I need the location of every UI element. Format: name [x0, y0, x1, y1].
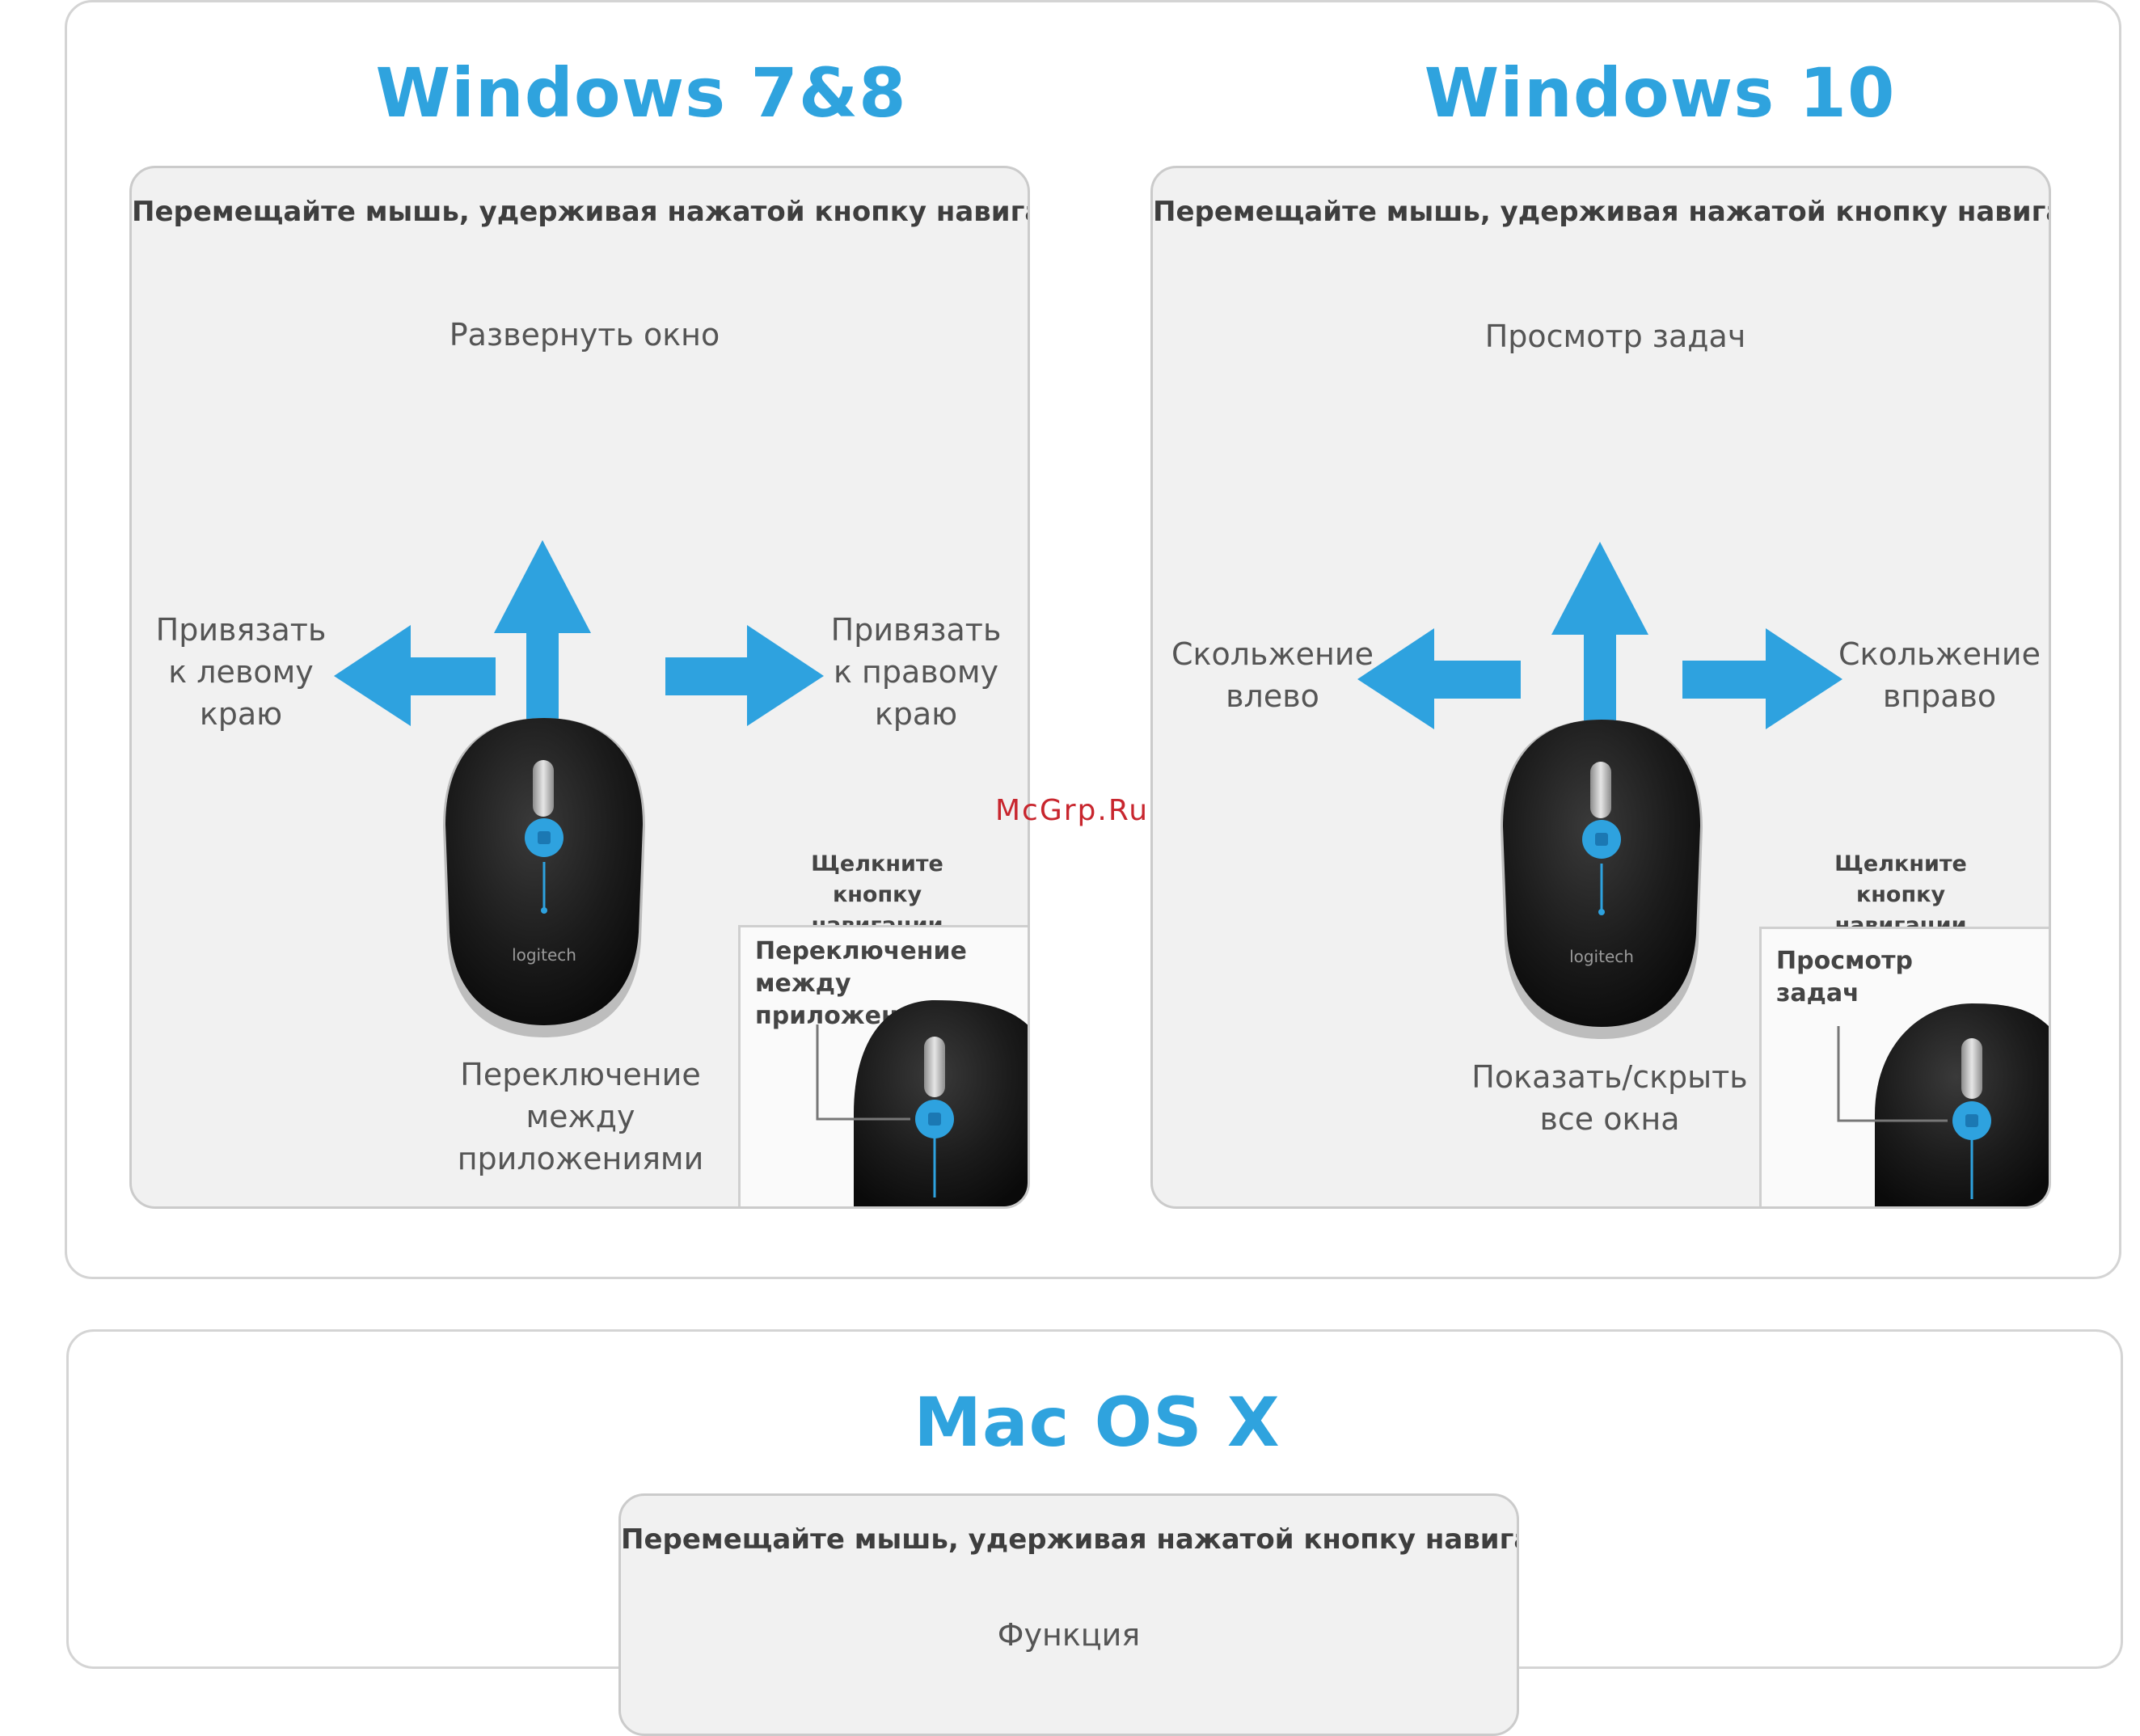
arrow-up-icon	[494, 540, 591, 726]
windows78-right-label: Привязать к правому краю	[830, 612, 1002, 732]
mac-section: Mac OS X Перемещайте мышь, удерживая наж…	[66, 1329, 2123, 1736]
windows10-title: Windows 10	[1424, 53, 1896, 133]
arrow-right-icon	[665, 625, 824, 726]
mac-instruction: Перемещайте мышь, удерживая нажатой кноп…	[621, 1523, 1519, 1556]
windows78-panel: Перемещайте мышь, удерживая нажатой кноп…	[129, 166, 1030, 1209]
windows78-up-label: Развернуть окно	[449, 317, 720, 353]
windows78-inset: Переключение между приложениями	[738, 925, 1028, 1206]
windows10-instruction: Перемещайте мышь, удерживая нажатой кноп…	[1153, 196, 2051, 228]
windows10-panel: Перемещайте мышь, удерживая нажатой кноп…	[1150, 166, 2051, 1209]
mac-panel: Перемещайте мышь, удерживая нажатой кноп…	[618, 1493, 1519, 1736]
windows10-inset: Просмотр задач	[1759, 927, 2049, 1206]
arrow-left-icon	[1357, 628, 1521, 729]
windows78-title: Windows 7&8	[375, 53, 907, 133]
mouse-logo: logitech	[512, 945, 576, 965]
arrow-right-icon	[1682, 628, 1842, 729]
windows10-inset-label: Просмотр задач	[1776, 947, 1913, 1007]
windows78-down-label: Переключение между приложениями	[457, 1057, 704, 1176]
arrow-up-icon	[1551, 542, 1648, 728]
windows78-left-label: Привязать к левому краю	[155, 612, 327, 732]
windows10-up-label: Просмотр задач	[1484, 319, 1746, 354]
windows-section: Windows 7&8 Windows 10 Перемещайте мышь,…	[65, 0, 2121, 1279]
mac-partial-label: Функция	[997, 1617, 1141, 1653]
windows10-down-label: Показать/скрыть все окна	[1471, 1059, 1748, 1137]
watermark: McGrp.Ru	[995, 794, 1150, 827]
windows10-left-label: Скольжение влево	[1171, 636, 1374, 714]
mouse-icon	[1501, 720, 1703, 1039]
arrow-left-icon	[334, 625, 496, 726]
windows10-right-label: Скольжение вправо	[1838, 636, 2041, 714]
windows10-diagram: logitech	[1357, 542, 1842, 1039]
windows10-inset-mouse	[1837, 1003, 2049, 1206]
mac-title: Mac OS X	[914, 1383, 1281, 1462]
windows78-instruction: Перемещайте мышь, удерживая нажатой кноп…	[132, 196, 1030, 228]
windows78-diagram: logitech	[334, 540, 824, 1037]
windows78-inset-mouse	[816, 1000, 1028, 1206]
mouse-icon	[443, 718, 645, 1037]
mouse-logo: logitech	[1569, 947, 1634, 966]
